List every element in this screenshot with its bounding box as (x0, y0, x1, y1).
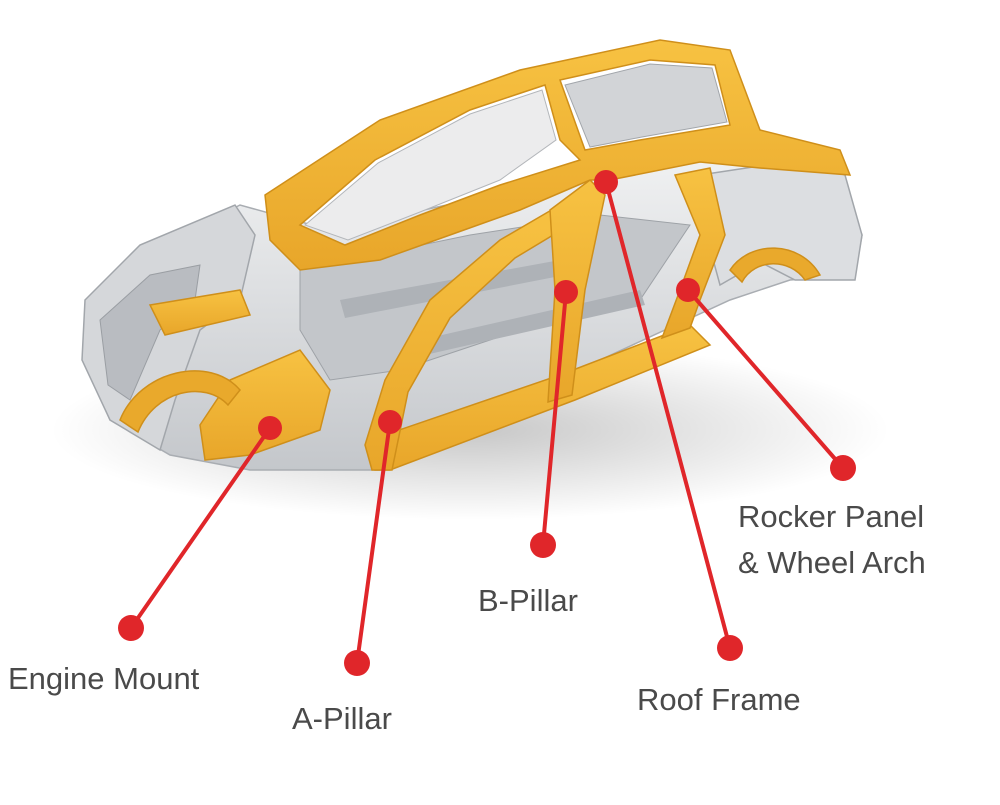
callout-line-b-pillar (541, 290, 568, 547)
callout-dot-roof-frame (717, 635, 743, 661)
engine-mount-bracket (199, 349, 331, 461)
label-a-pillar: A-Pillar (292, 696, 392, 742)
callout-line-roof-frame (604, 180, 732, 650)
callout-line-engine-mount (129, 426, 272, 630)
c-pillar (660, 167, 726, 340)
rear-quarter (699, 159, 863, 287)
roof-frame (264, 39, 852, 271)
rear-wheel-arch (729, 247, 822, 284)
label-roof-frame-line-1: Roof Frame (637, 682, 801, 717)
label-engine-mount: Engine Mount (8, 656, 199, 702)
callout-dot-engine-mount-origin (258, 416, 282, 440)
callout-dot-b-pillar-origin (554, 280, 578, 304)
front-wheel-arch (119, 370, 241, 434)
label-a-pillar-line-1: A-Pillar (292, 701, 392, 736)
label-b-pillar: B-Pillar (478, 578, 578, 624)
label-engine-mount-line-1: Engine Mount (8, 661, 200, 696)
callout-dot-engine-mount (118, 615, 144, 641)
windshield-opening (304, 89, 557, 241)
rear-crossmember (420, 290, 645, 355)
callout-dot-a-pillar (344, 650, 370, 676)
label-roof-frame: Roof Frame (637, 677, 801, 723)
callout-dot-a-pillar-origin (378, 410, 402, 434)
engine-mount-rail (148, 289, 252, 336)
callout-line-a-pillar (355, 420, 392, 665)
rear-window-opening (564, 63, 728, 148)
label-b-pillar-line-1: B-Pillar (478, 583, 578, 618)
label-rocker-panel-line-2: & Wheel Arch (738, 545, 926, 580)
callout-line-rocker-panel (686, 288, 845, 470)
callout-dot-b-pillar (530, 532, 556, 558)
label-rocker-panel: Rocker Panel & Wheel Arch (738, 494, 926, 586)
label-rocker-panel-line-1: Rocker Panel (738, 499, 925, 534)
callout-dot-rocker-panel (830, 455, 856, 481)
callout-dot-roof-frame-origin (594, 170, 618, 194)
callout-dot-rocker-panel-origin (676, 278, 700, 302)
